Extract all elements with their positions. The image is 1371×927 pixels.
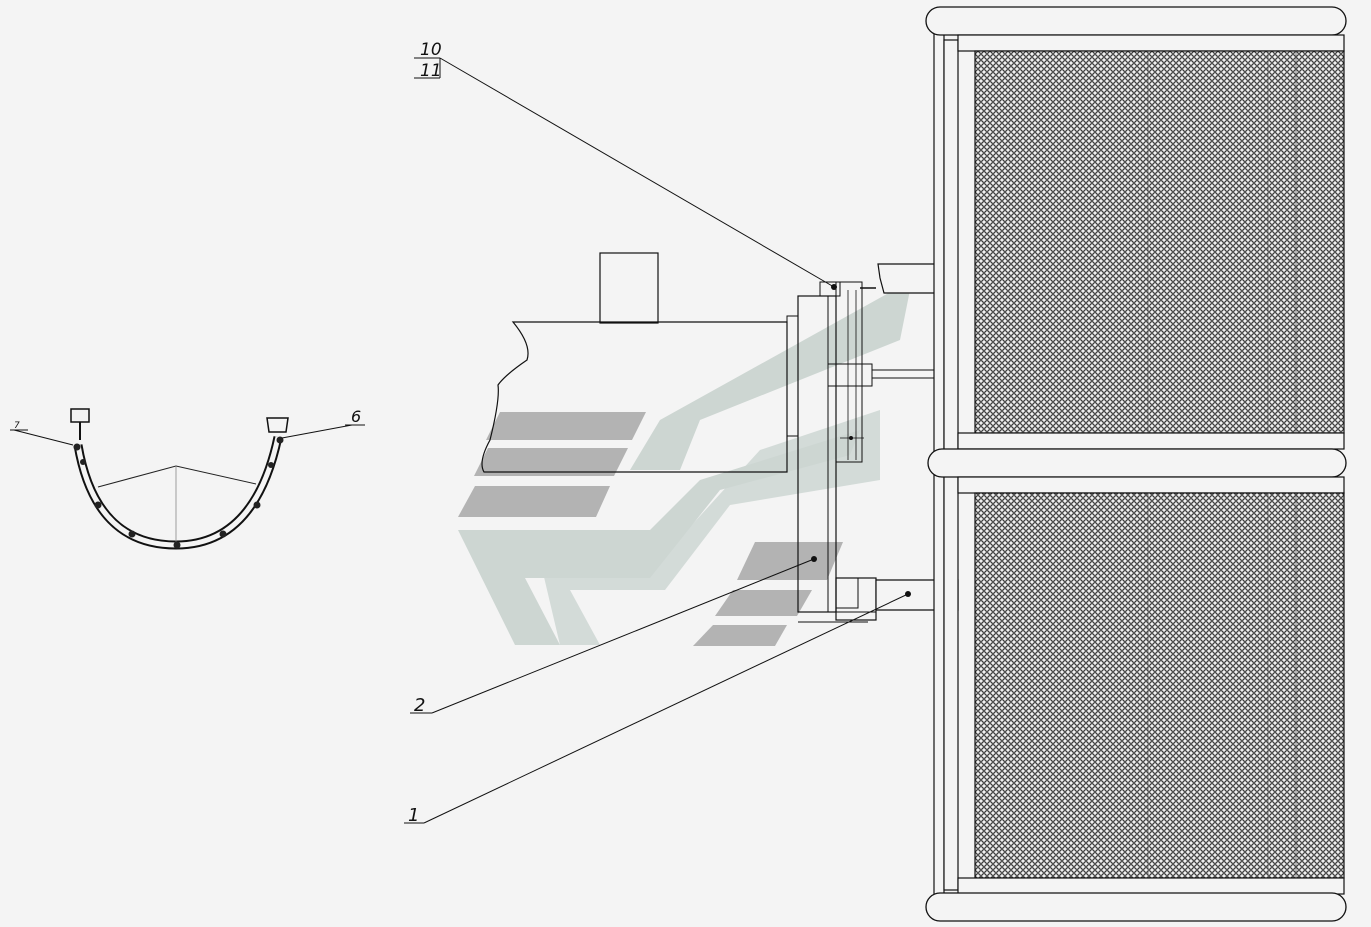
lower-mesh-panel	[925, 476, 1347, 922]
leader-lines	[404, 57, 911, 824]
callout-7: 7	[14, 421, 20, 431]
watermark-logo	[458, 280, 912, 646]
middle-pipe	[927, 448, 1347, 478]
callout-6: 6	[351, 407, 361, 426]
u-bracket-detail	[10, 408, 365, 550]
callout-11: 11	[420, 61, 442, 81]
callout-1: 1	[408, 805, 419, 826]
upper-mesh-panel	[925, 6, 1347, 450]
callout-2: 2	[414, 695, 425, 716]
callout-10: 10	[420, 40, 442, 60]
